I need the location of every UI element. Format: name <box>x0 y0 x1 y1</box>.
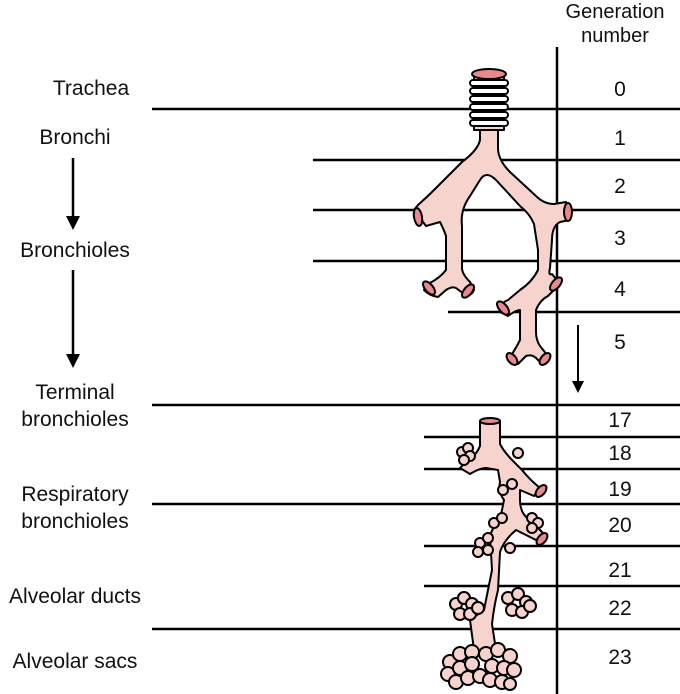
label-alveolar-sacs: Alveolar sacs <box>12 650 138 673</box>
label-bronchioles: Bronchioles <box>20 239 130 262</box>
label-terminal-line1: Terminal <box>35 381 115 404</box>
label-terminal-line2: bronchioles <box>21 408 129 431</box>
label-trachea: Trachea <box>52 77 130 100</box>
label-respiratory-line2: bronchioles <box>21 510 129 533</box>
generation-header: Generation number <box>550 0 680 48</box>
generation-5: 5 <box>614 331 626 354</box>
generation-3: 3 <box>614 227 626 250</box>
down-arrow-icon <box>66 270 80 368</box>
generation-18: 18 <box>608 442 632 465</box>
label-respiratory-line1: Respiratory <box>21 483 129 506</box>
generation-4: 4 <box>614 278 626 301</box>
alveoli-cluster <box>440 442 544 691</box>
label-bronchi: Bronchi <box>39 126 111 149</box>
respiratory-airway-tree <box>440 417 549 691</box>
conducting-airway-tree <box>412 68 573 366</box>
label-terminal-bronchioles: Terminal bronchioles <box>0 379 150 433</box>
generation-17: 17 <box>608 409 632 432</box>
generation-19: 19 <box>608 478 632 501</box>
generation-0: 0 <box>614 78 626 101</box>
generation-1: 1 <box>614 127 626 150</box>
down-arrow-icon <box>572 325 584 393</box>
generation-20: 20 <box>608 514 632 537</box>
generation-2: 2 <box>614 175 626 198</box>
generation-header-line1: Generation <box>565 1 665 23</box>
label-respiratory-bronchioles: Respiratory bronchioles <box>0 481 150 535</box>
label-alveolar-ducts: Alveolar ducts <box>9 585 141 608</box>
down-arrow-icon <box>66 158 80 230</box>
generation-header-line2: number <box>581 25 649 47</box>
generation-21: 21 <box>608 559 632 582</box>
generation-22: 22 <box>608 597 632 620</box>
generation-23: 23 <box>608 646 632 669</box>
